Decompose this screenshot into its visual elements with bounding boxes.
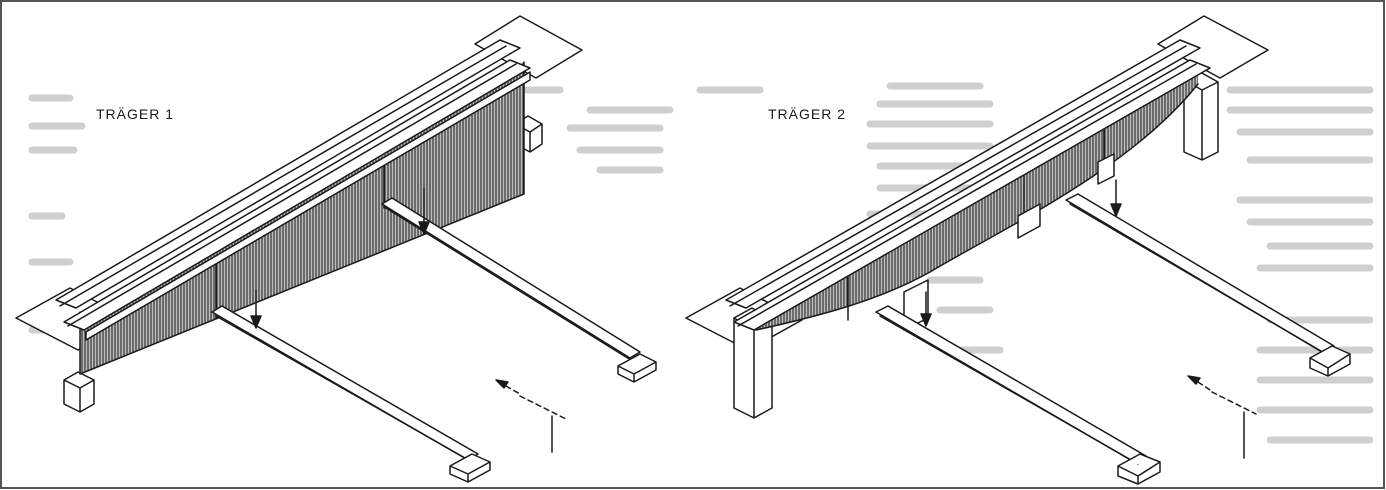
beam-2-label: TRÄGER 2 (768, 106, 847, 122)
beam-2-drawing (685, 15, 1351, 485)
beam-1-crossbeam-front (211, 305, 479, 461)
beam-1-label: TRÄGER 1 (96, 106, 175, 122)
beam-1-view-direction-arrow (495, 379, 569, 453)
beam-2-view-direction-arrow (1187, 375, 1257, 459)
beam-1-block-rear (617, 353, 657, 383)
background-text-ghost (28, 82, 1374, 444)
beam-1-drawing (15, 15, 657, 483)
beam-2-crossbeam-rear (1065, 193, 1335, 353)
beam-2-block-front (1117, 453, 1161, 485)
beam-2-crossbeam-front (875, 305, 1147, 463)
beam-1-block-front (449, 453, 491, 483)
beam-1-crossbeam-rear (381, 197, 641, 359)
beam-1-support-left (63, 371, 95, 413)
beam-2-block-rear (1309, 345, 1351, 377)
